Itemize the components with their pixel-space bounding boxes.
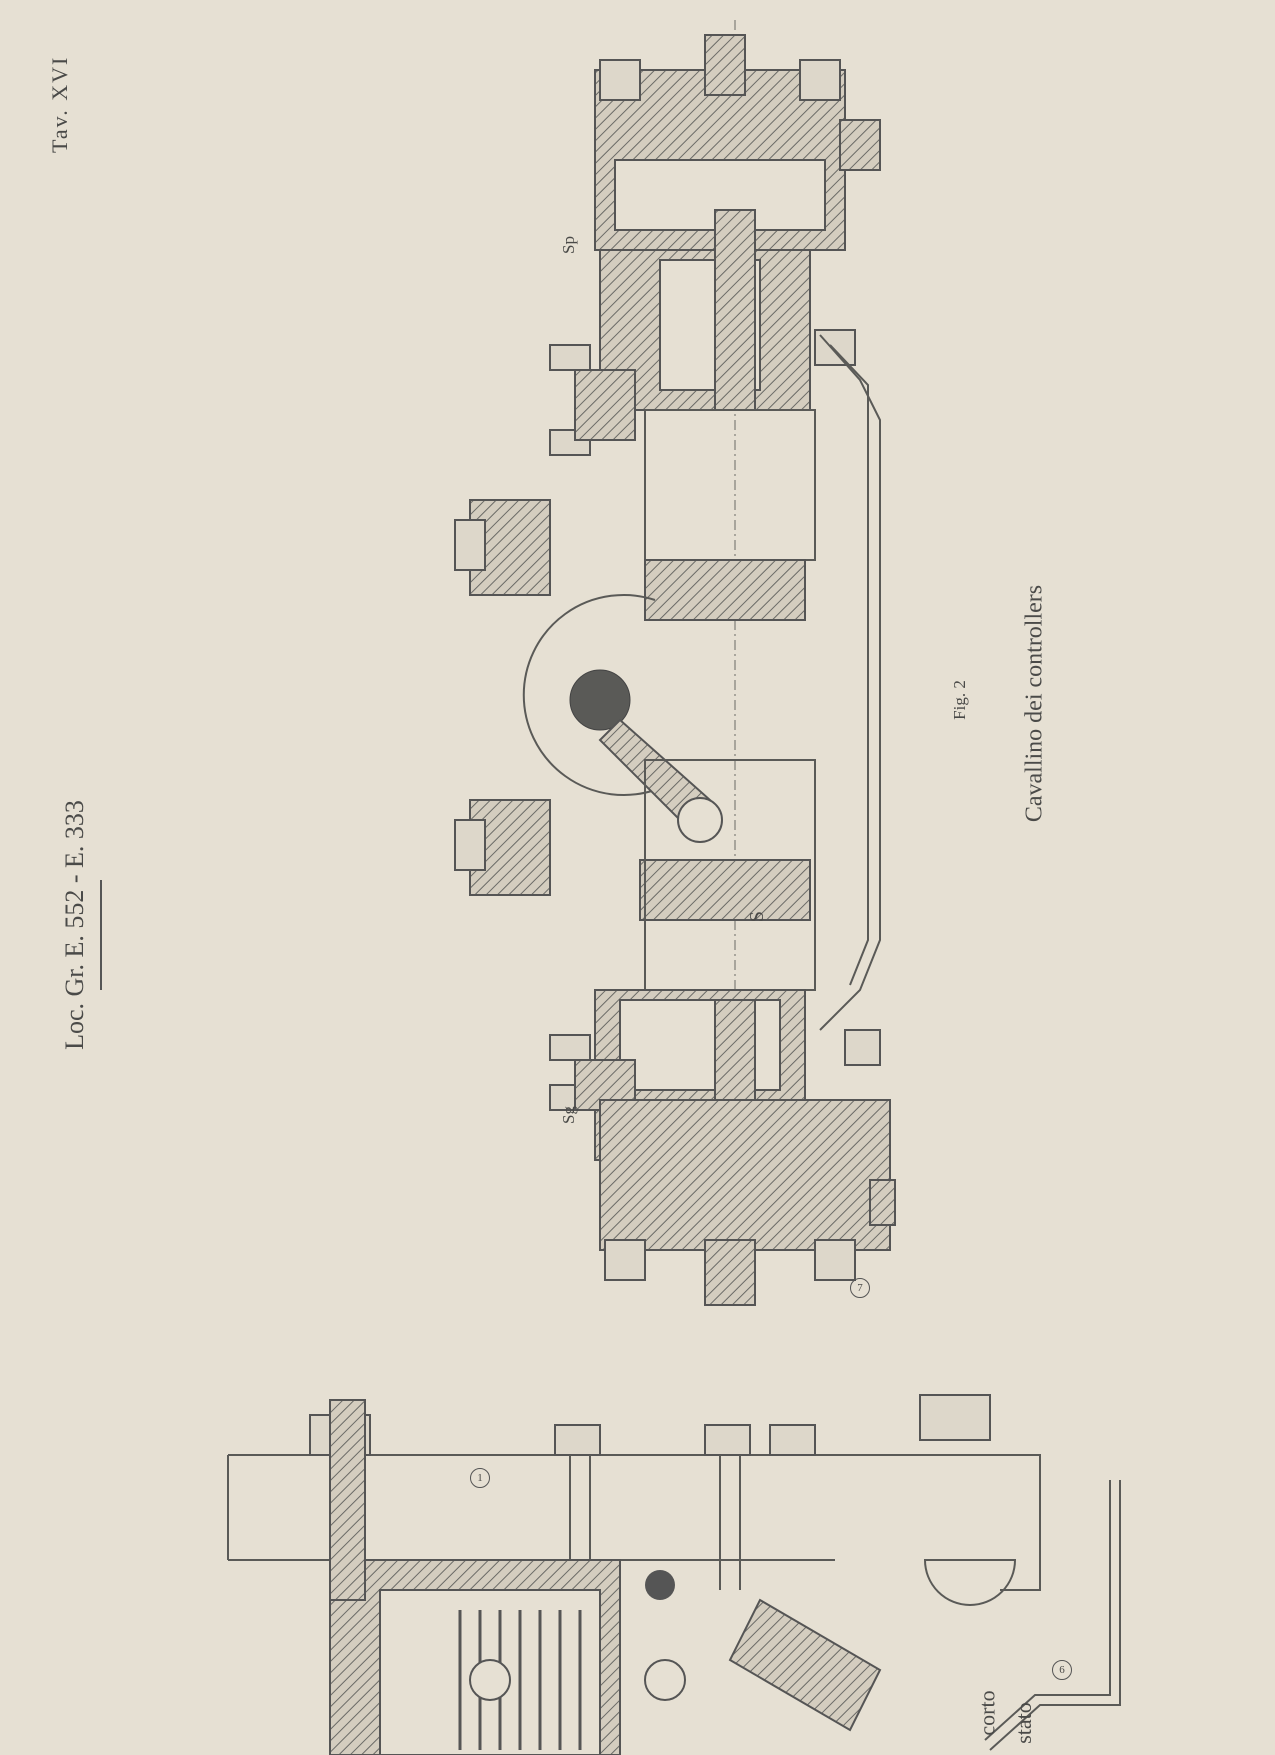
callout-6: 6 xyxy=(1052,1660,1072,1680)
callout-1: 1 xyxy=(470,1468,490,1488)
figure-number: Fig. 2 xyxy=(950,680,969,720)
partial-text-stato: stato xyxy=(1010,1702,1036,1744)
label-sg: Sg xyxy=(558,1106,578,1124)
callout-7: 7 xyxy=(850,1278,870,1298)
partial-text-corto: corto xyxy=(974,1690,1000,1736)
header-underline xyxy=(100,880,102,990)
figure-caption: Cavallino dei controllers xyxy=(1021,584,1048,823)
lower-mechanism-drawing xyxy=(227,1394,1121,1755)
label-sp: Sp xyxy=(558,236,578,254)
header-title: Loc. Gr. E. 552 - E. 333 xyxy=(60,800,89,1050)
plate-number: Tav. XVI xyxy=(47,55,72,153)
controller-assembly-drawing xyxy=(454,20,896,1306)
label-s: S xyxy=(746,910,769,923)
